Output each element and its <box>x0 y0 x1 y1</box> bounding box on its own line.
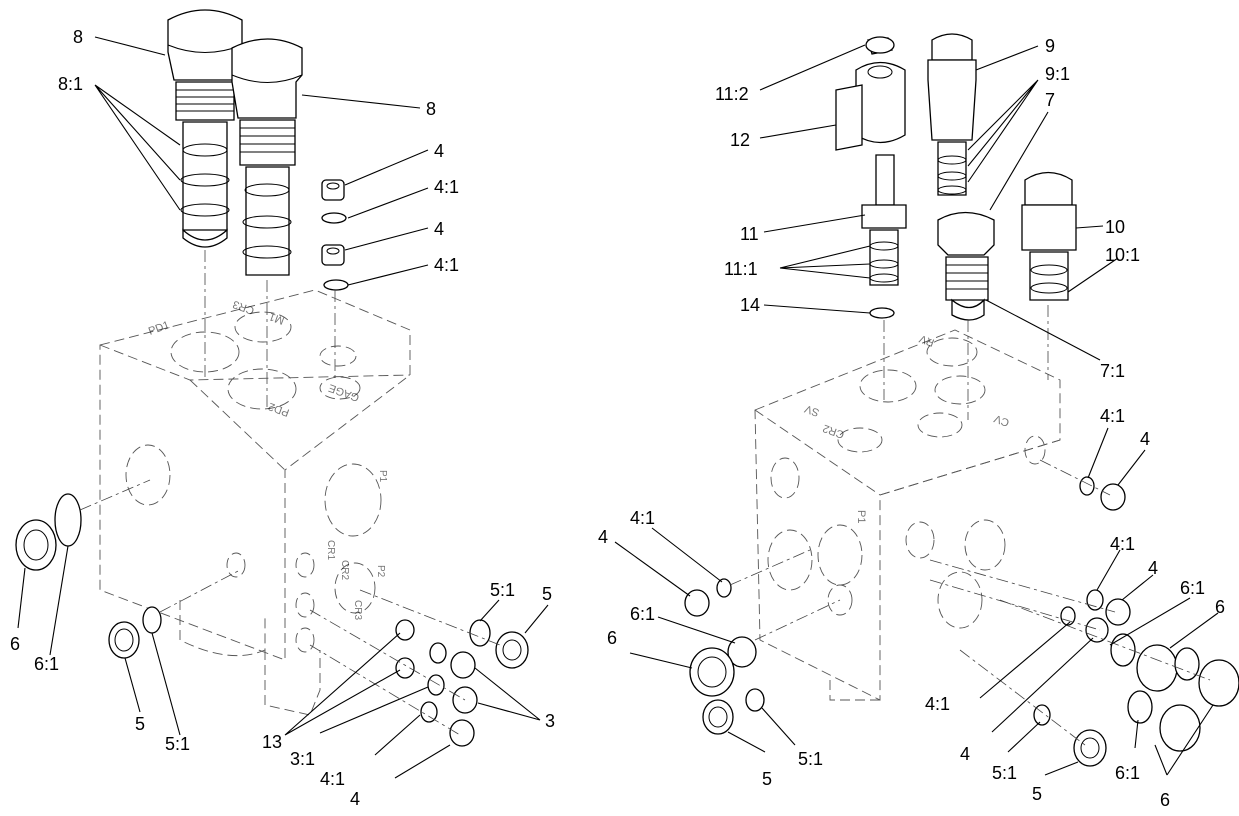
c-5-1d: 5:1 <box>992 763 1017 783</box>
c-4b: 4 <box>434 219 444 239</box>
c-4a: 4 <box>434 141 444 161</box>
c-4-1b: 4:1 <box>434 255 459 275</box>
c-4f: 4 <box>1148 558 1158 578</box>
c-8-1: 8:1 <box>58 74 83 94</box>
c-5d: 5 <box>1032 784 1042 804</box>
cartridge-10 <box>1021 171 1077 380</box>
c-11-2: 11:2 <box>715 84 749 104</box>
port-gage: GAGE <box>327 381 361 403</box>
port-cr2-right: CR2 <box>821 422 846 441</box>
c-9-1: 9:1 <box>1045 64 1070 84</box>
plug-4-upper-left <box>321 179 349 380</box>
c-6d: 6 <box>1160 790 1170 810</box>
port-m1: M1 <box>268 310 286 327</box>
c-9: 9 <box>1045 36 1055 56</box>
c-4-1c: 4:1 <box>320 769 345 789</box>
c-13: 13 <box>262 732 282 752</box>
port-sv: SV <box>803 402 822 419</box>
c-4-1g: 4:1 <box>925 694 950 714</box>
c-12: 12 <box>730 130 750 150</box>
c-6a: 6 <box>10 634 20 654</box>
c-5b: 5 <box>542 584 552 604</box>
c-6-1a: 6:1 <box>34 654 59 674</box>
c-5a: 5 <box>135 714 145 734</box>
c-4d: 4 <box>1140 429 1150 449</box>
c-4-1a: 4:1 <box>434 177 459 197</box>
c-8a: 8 <box>73 27 83 47</box>
plug-5-lower-left <box>108 569 241 659</box>
port-cr3: CR3 <box>352 600 363 620</box>
c-6-1c: 6:1 <box>1180 578 1205 598</box>
callout-labels: 8 8:1 8 4 4:1 4 4:1 6 6:1 5 5:1 5:1 5 13… <box>10 27 1225 810</box>
c-4e: 4 <box>598 527 608 547</box>
port-cr1: CR1 <box>325 540 336 560</box>
cartridge-valve-8-right <box>231 38 303 410</box>
port-rv: RV <box>917 332 936 349</box>
port-p2: P2 <box>375 565 386 578</box>
c-6-1b: 6:1 <box>630 604 655 624</box>
c-6c: 6 <box>1215 597 1225 617</box>
port-pd1: PD1 <box>147 319 171 338</box>
port-stamps: PD1 CR3 M1 PD2 GAGE CR1 CR2 CR3 P2 P1 SV… <box>147 298 1011 621</box>
c-11-1: 11:1 <box>724 259 758 279</box>
port-p1-right: P1 <box>855 510 867 523</box>
c-7: 7 <box>1045 90 1055 110</box>
c-7-1: 7:1 <box>1100 361 1125 381</box>
c-6-1d: 6:1 <box>1115 763 1140 783</box>
leader-lines <box>17 36 1219 779</box>
left-manifold-block <box>99 289 411 716</box>
c-4-1d: 4:1 <box>1100 406 1125 426</box>
cartridge-9 <box>927 33 977 196</box>
c-4c: 4 <box>350 789 360 809</box>
c-5-1a: 5:1 <box>165 734 190 754</box>
plugs-right-block <box>684 459 1239 767</box>
port-cr3-top: CR3 <box>231 298 256 317</box>
c-3-1: 3:1 <box>290 749 315 769</box>
c-4g: 4 <box>960 744 970 764</box>
plugs-right-of-left-block <box>309 589 529 747</box>
plug-6-left <box>15 479 151 571</box>
c-6b: 6 <box>607 628 617 648</box>
coil-12-and-stem-11 <box>835 36 907 400</box>
port-cv: CV <box>992 412 1011 429</box>
c-11: 11 <box>740 224 759 244</box>
c-14: 14 <box>740 295 760 315</box>
right-manifold-block <box>754 329 1061 701</box>
c-5-1b: 5:1 <box>490 580 515 600</box>
c-8b: 8 <box>426 99 436 119</box>
c-5-1c: 5:1 <box>798 749 823 769</box>
port-p1: P1 <box>377 470 388 483</box>
port-cr2: CR2 <box>339 560 350 580</box>
c-4-1e: 4:1 <box>630 508 655 528</box>
c-5c: 5 <box>762 769 772 789</box>
cartridge-valve-8-left <box>167 9 243 380</box>
c-3: 3 <box>545 711 555 731</box>
cartridge-7 <box>937 211 995 420</box>
c-10-1: 10:1 <box>1105 245 1140 265</box>
c-4-1f: 4:1 <box>1110 534 1135 554</box>
c-10: 10 <box>1105 217 1125 237</box>
